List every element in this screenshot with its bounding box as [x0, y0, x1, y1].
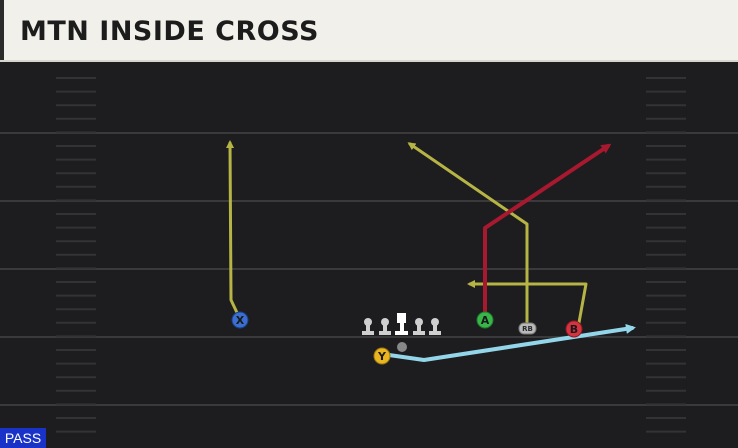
player-a[interactable]: A — [476, 311, 494, 329]
route-a — [483, 143, 612, 321]
title-accent — [0, 0, 4, 60]
player-x-label: X — [236, 314, 245, 327]
hash-marks-left — [56, 77, 96, 433]
center-icon — [395, 313, 408, 335]
quarterback-icon — [397, 342, 407, 352]
player-y-label: Y — [377, 350, 387, 363]
offensive-line — [362, 313, 441, 352]
route-b — [467, 280, 588, 330]
route-rb — [407, 142, 529, 328]
play-title: MTN INSIDE CROSS — [20, 16, 319, 47]
play-field: X A B Y RB — [0, 62, 738, 448]
player-x[interactable]: X — [231, 311, 249, 329]
lineman-icon — [379, 318, 391, 335]
hash-marks-right — [646, 77, 686, 433]
title-bar: MTN INSIDE CROSS — [0, 0, 738, 62]
lineman-icon — [429, 318, 441, 335]
player-y[interactable]: Y — [373, 347, 391, 365]
player-b[interactable]: B — [565, 320, 583, 338]
field-diagram: X A B Y RB — [0, 77, 738, 433]
player-b-label: B — [570, 323, 578, 336]
player-rb-label: RB — [522, 325, 533, 333]
route-y — [380, 323, 636, 362]
lineman-icon — [413, 318, 425, 335]
player-rb[interactable]: RB — [518, 322, 537, 335]
yard-lines — [0, 132, 738, 406]
lineman-icon — [362, 318, 374, 335]
player-a-label: A — [481, 314, 490, 327]
route-x — [226, 140, 242, 321]
play-type-badge: PASS — [0, 428, 46, 448]
